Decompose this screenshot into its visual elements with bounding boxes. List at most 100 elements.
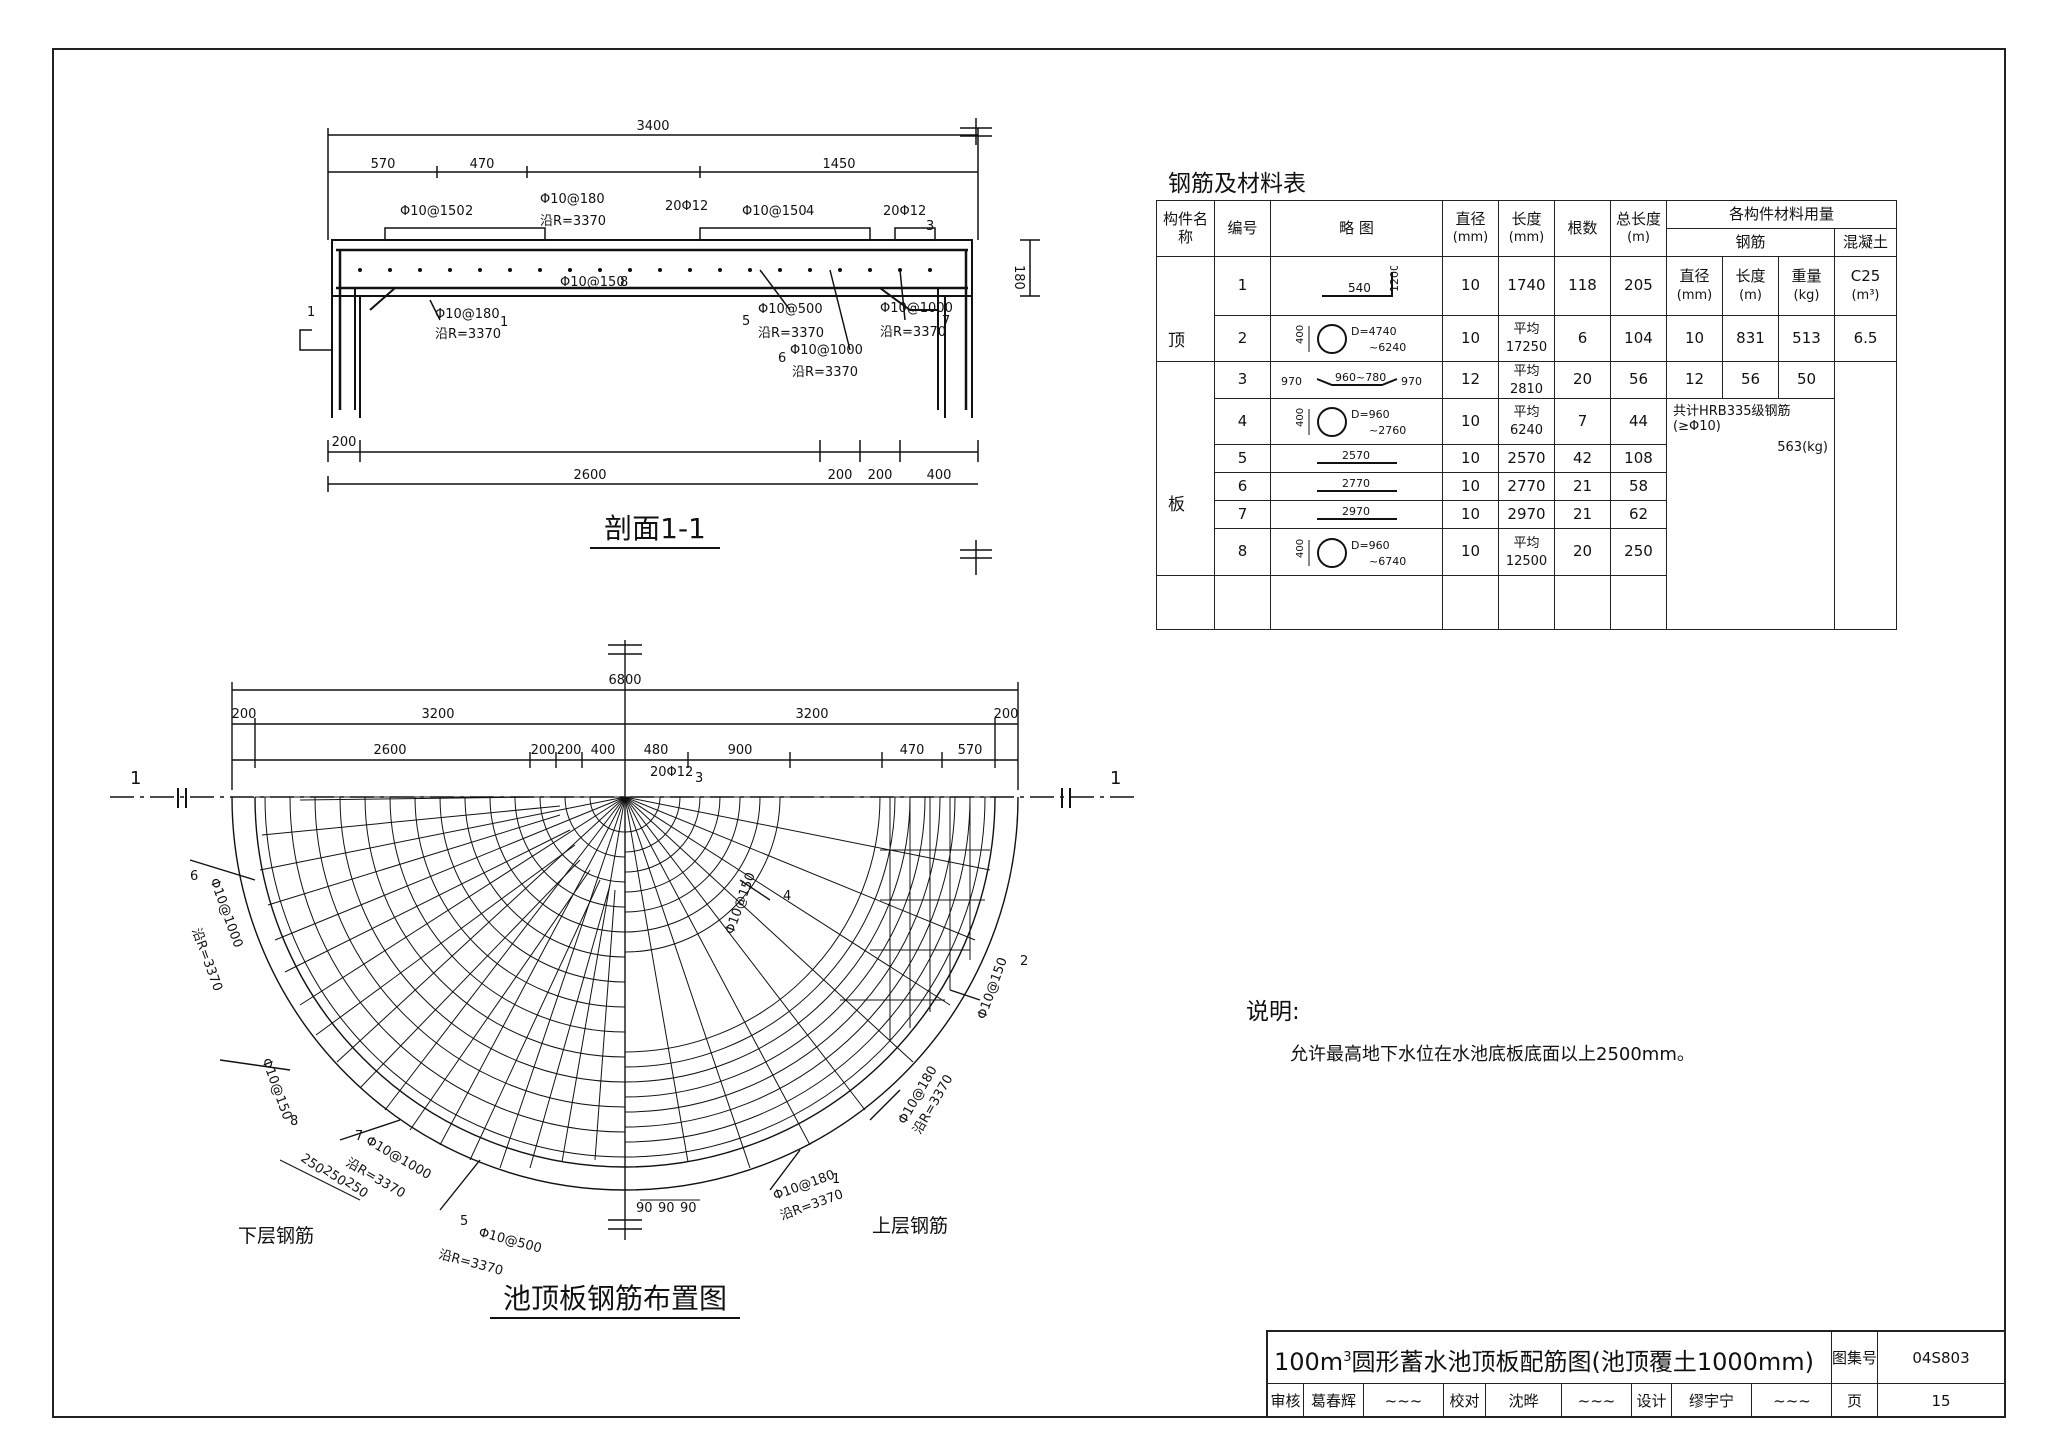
reviewer-signature: ~~~ bbox=[1364, 1384, 1444, 1418]
cell-len-6: 2770 bbox=[1498, 472, 1555, 502]
label-phi10-1000-7: Φ10@1000 bbox=[880, 301, 953, 316]
cell-no-6: 6 bbox=[1214, 472, 1271, 502]
cell-tot-2: 104 bbox=[1610, 314, 1667, 362]
plan-label-along-r-6: 沿R=3370 bbox=[188, 926, 225, 993]
cell-dia-6: 10 bbox=[1442, 472, 1499, 502]
cell-cnt-8: 20 bbox=[1554, 528, 1611, 576]
cell-no-4: 4 bbox=[1214, 397, 1271, 446]
plan-label-num-5: 5 bbox=[460, 1214, 468, 1229]
drawing-frame bbox=[52, 48, 2006, 1418]
plan-label-upper-rebar: 上层钢筋 bbox=[872, 1215, 948, 1237]
th-total-unit: (m) bbox=[1627, 230, 1650, 246]
plan-dim-90c: 90 bbox=[680, 1201, 697, 1216]
label-num-6: 6 bbox=[778, 351, 786, 366]
th-dia-unit: (mm) bbox=[1452, 230, 1489, 246]
cell-cnt-6: 21 bbox=[1554, 472, 1611, 502]
section-title: 剖面1-1 bbox=[604, 512, 706, 545]
dim-570: 570 bbox=[371, 157, 396, 172]
label-num-3: 3 bbox=[926, 219, 934, 234]
label-phi10-150-2: Φ10@150 bbox=[400, 204, 465, 219]
label-phi10-180: Φ10@180 bbox=[540, 192, 605, 207]
cell-no-7: 7 bbox=[1214, 500, 1271, 530]
cell-len-4: 6240 bbox=[1509, 423, 1544, 439]
plan-dim-570: 570 bbox=[958, 743, 983, 758]
cell-tot-1: 205 bbox=[1610, 256, 1667, 316]
sketch-8-c: ~6740 bbox=[1369, 555, 1406, 568]
plan-label-20phi12: 20Φ12 bbox=[650, 765, 693, 780]
notes-label: 说明: bbox=[1246, 999, 1300, 1025]
dim-bottom-200: 200 bbox=[332, 435, 357, 450]
cell-cnt-2: 6 bbox=[1554, 314, 1611, 362]
cell-cnt-4: 7 bbox=[1554, 397, 1611, 446]
usage-dia-12: 12 bbox=[1666, 360, 1723, 399]
cell-tot-5: 108 bbox=[1610, 444, 1667, 474]
sketch-8-a: 400 bbox=[1295, 539, 1306, 558]
label-wall-1: 1 bbox=[307, 305, 315, 320]
cell-len-avg-8: 平均 bbox=[1513, 536, 1540, 552]
total-weight: 563(kg) bbox=[1777, 439, 1828, 455]
plan-dim-90a: 90 bbox=[636, 1201, 653, 1216]
th-s-len: 长度 bbox=[1735, 267, 1766, 286]
notes-text: 允许最高地下水位在水池底板底面以上2500mm。 bbox=[1290, 1044, 1695, 1065]
label-phi10-500: Φ10@500 bbox=[758, 302, 823, 317]
dim-470: 470 bbox=[470, 157, 495, 172]
plan-label-num-4: 4 bbox=[783, 889, 791, 904]
plan-dim-3200-right: 3200 bbox=[795, 707, 828, 722]
plan-dim-200-left: 200 bbox=[232, 707, 257, 722]
cell-no-1: 1 bbox=[1214, 256, 1271, 316]
section-1-1 bbox=[299, 118, 1040, 575]
cell-dia-7: 10 bbox=[1442, 500, 1499, 530]
plan-label-phi10-1000-6: Φ10@1000 bbox=[206, 876, 245, 950]
sketch-7-a: 2970 bbox=[1342, 505, 1370, 518]
dim-bottom-400: 400 bbox=[927, 468, 952, 483]
plan-label-phi10-150-4: Φ10@150 bbox=[723, 871, 759, 937]
sketch-1-b: 1200 bbox=[1388, 266, 1401, 292]
sketch-2-a: 400 bbox=[1295, 325, 1306, 344]
th-dia: 直径 bbox=[1455, 210, 1486, 229]
cell-len-avg-4: 平均 bbox=[1513, 405, 1540, 421]
plan-dim-900: 900 bbox=[728, 743, 753, 758]
plan-dim-200-right: 200 bbox=[994, 707, 1019, 722]
label-20phi12: 20Φ12 bbox=[665, 199, 708, 214]
sketch-bar-5: 2570 bbox=[1316, 449, 1397, 464]
plan-dim-2600: 2600 bbox=[373, 743, 406, 758]
cell-len-5: 2570 bbox=[1498, 444, 1555, 474]
cell-cnt-1: 118 bbox=[1554, 256, 1611, 316]
plan-dim-400: 400 bbox=[591, 743, 616, 758]
label-num-5: 5 bbox=[742, 314, 750, 329]
sketch-bar-7: 2970 bbox=[1316, 505, 1397, 520]
th-member: 构件名称 bbox=[1162, 210, 1208, 246]
cell-len-8: 12500 bbox=[1505, 554, 1548, 569]
th-no: 编号 bbox=[1227, 219, 1258, 237]
th-usage: 各构件材料用量 bbox=[1729, 204, 1835, 223]
cell-tot-8: 250 bbox=[1610, 528, 1667, 576]
plan-dim-200b: 200 bbox=[557, 743, 582, 758]
th-s-dia-unit: (mm) bbox=[1676, 287, 1713, 303]
material-table: 构件名称 编号 略 图 直径(mm) 长度(mm) 根数 总长度(m) 各构件材… bbox=[1156, 199, 1898, 631]
sketch-4-c: ~2760 bbox=[1369, 424, 1406, 437]
review-label: 审核 bbox=[1268, 1384, 1304, 1418]
atlas-number: 04S803 bbox=[1878, 1332, 2004, 1384]
cell-tot-6: 58 bbox=[1610, 472, 1667, 502]
dim-bottom-200b: 200 bbox=[828, 468, 853, 483]
th-count: 根数 bbox=[1567, 219, 1598, 237]
page-number: 15 bbox=[1931, 1392, 1951, 1410]
atlas-label: 图集号 bbox=[1832, 1332, 1878, 1384]
cell-len-2: 17250 bbox=[1505, 340, 1548, 356]
usage-wt-12: 50 bbox=[1778, 360, 1835, 399]
usage-len-12: 56 bbox=[1722, 360, 1779, 399]
th-c25-unit: (m³) bbox=[1851, 287, 1880, 303]
th-s-len-unit: (m) bbox=[1739, 287, 1762, 303]
checker-signature: ~~~ bbox=[1562, 1384, 1632, 1418]
label-num-1: 1 bbox=[500, 315, 508, 330]
sketch-6-a: 2770 bbox=[1342, 477, 1370, 490]
cell-len-7: 2970 bbox=[1498, 500, 1555, 530]
plan-label-num-1: 1 bbox=[832, 1172, 840, 1187]
sketch-5-a: 2570 bbox=[1342, 449, 1370, 462]
plan-label-phi10-150-8: Φ10@150 bbox=[258, 1056, 294, 1122]
label-phi10-180-1: Φ10@180 bbox=[435, 307, 500, 322]
upper-rebar-grid bbox=[624, 796, 995, 1169]
